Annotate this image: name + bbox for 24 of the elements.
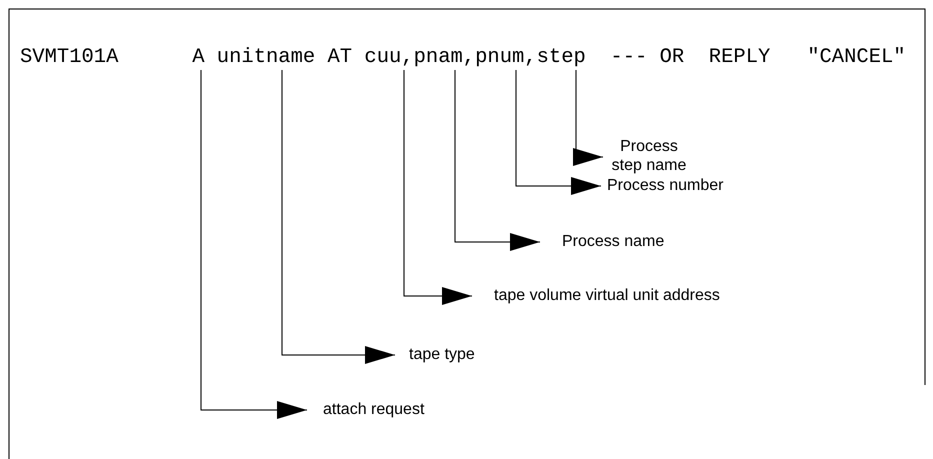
leader-arrow xyxy=(282,70,396,364)
reply-value: "CANCEL" xyxy=(807,45,906,70)
leader-arrow xyxy=(200,70,308,419)
leader-arrow xyxy=(404,70,472,305)
message-field: A xyxy=(192,45,204,70)
message-field: step xyxy=(536,45,586,70)
leader-arrow xyxy=(454,70,540,251)
field-description: tape type xyxy=(395,345,475,364)
message-keyword: OR xyxy=(660,45,684,70)
field-description: attach request xyxy=(307,400,424,419)
leader-arrow xyxy=(573,70,604,166)
field-description: tape volume virtual unit address xyxy=(472,286,720,305)
field-description: Process step name xyxy=(603,137,689,175)
leader-arrow xyxy=(516,70,602,195)
message-keyword: AT xyxy=(328,45,352,70)
message-id: SVMT101A xyxy=(20,45,118,70)
separator-dashes: --- xyxy=(610,45,648,70)
message-field: pnum, xyxy=(475,45,537,70)
message-field: pnam, xyxy=(414,45,476,70)
message-field: unitname xyxy=(216,45,316,70)
field-description: Process name xyxy=(540,232,664,251)
message-keyword: REPLY xyxy=(708,45,770,70)
field-description: Process number xyxy=(601,176,724,195)
message-field: cuu, xyxy=(364,45,414,70)
